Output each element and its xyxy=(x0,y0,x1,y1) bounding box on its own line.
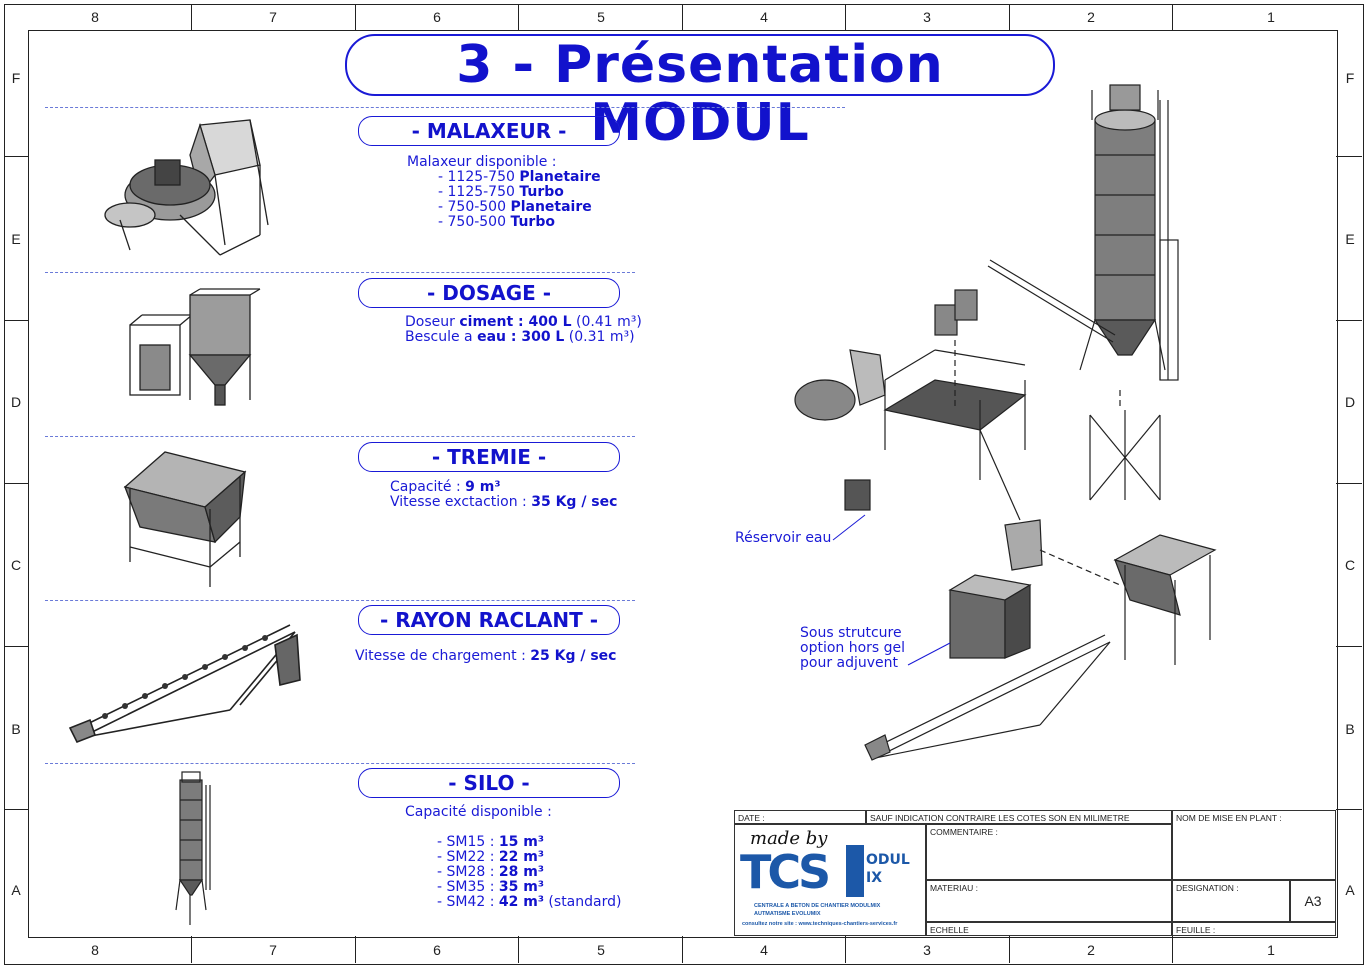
callout-structure-line: pour adjuvent xyxy=(800,655,899,671)
callout-structure-line: Sous strutcure xyxy=(800,625,902,641)
logo-line2: AUTMATISME EVOLUMIX xyxy=(754,911,821,917)
grid-col-label: 7 xyxy=(269,942,277,958)
section-heading-malaxeur: - MALAXEUR - xyxy=(358,116,620,146)
callout-structure-line: option hors gel xyxy=(800,640,906,656)
section-heading-dosage: - DOSAGE - xyxy=(358,278,620,308)
grid-row-label: C xyxy=(10,557,22,573)
silo-intro: Capacité disponible : xyxy=(405,804,552,820)
grid-row-label: A xyxy=(11,882,21,898)
grid-col-label: 8 xyxy=(91,942,99,958)
grid-row-label: D xyxy=(1344,394,1356,410)
tb-designation: DESIGNATION : xyxy=(1172,880,1290,922)
tb-echelle: ECHELLE xyxy=(926,922,1172,936)
malaxeur-item: - 1125-750 Planetaire xyxy=(438,169,601,185)
section-heading-tremie: - TREMIE - xyxy=(358,442,620,472)
grid-col-label: 2 xyxy=(1087,9,1095,25)
grid-col-label: 1 xyxy=(1267,9,1275,25)
tb-commentaire: COMMENTAIRE : xyxy=(926,824,1172,880)
silo-item: - SM28 : 28 m³ xyxy=(437,864,544,880)
callout-leader-reservoir xyxy=(832,514,866,541)
grid-col-label: 3 xyxy=(923,942,931,958)
tb-format: A3 xyxy=(1290,880,1336,922)
inner-border xyxy=(28,30,1338,938)
callout-reservoir: Réservoir eau xyxy=(735,530,832,546)
divider xyxy=(45,272,635,273)
dosage-drawing xyxy=(129,288,261,406)
dosage-line-ciment: Doseur ciment : 400 L (0.41 m³) xyxy=(405,314,642,330)
grid-col-label: 1 xyxy=(1267,942,1275,958)
tb-date: DATE : xyxy=(734,810,866,824)
grid-row-label: E xyxy=(11,231,21,247)
tb-nom: NOM DE MISE EN PLANT : xyxy=(1172,810,1336,880)
divider xyxy=(45,600,635,601)
silo-item: - SM42 : 42 m³ (standard) xyxy=(437,894,622,910)
malaxeur-item: - 750-500 Planetaire xyxy=(438,199,592,215)
grid-col-label: 4 xyxy=(760,942,768,958)
divider xyxy=(45,107,845,108)
dosage-line-eau: Bescule a eau : 300 L (0.31 m³) xyxy=(405,329,635,345)
malaxeur-item: - 1125-750 Turbo xyxy=(438,184,564,200)
tb-note: SAUF INDICATION CONTRAIRE LES COTES SON … xyxy=(866,810,1172,824)
grid-col-label: 8 xyxy=(91,9,99,25)
rayon-line-vitesse: Vitesse de chargement : 25 Kg / sec xyxy=(355,648,617,664)
grid-col-label: 2 xyxy=(1087,942,1095,958)
grid-row-label: E xyxy=(1345,231,1355,247)
divider xyxy=(45,763,635,764)
grid-row-label: B xyxy=(11,721,21,737)
tb-feuille: FEUILLE : xyxy=(1172,922,1336,936)
tremie-drawing xyxy=(123,451,247,587)
logo-modul: ODUL xyxy=(866,852,910,868)
grid-row-label: F xyxy=(11,70,21,86)
logo-modul-m xyxy=(846,845,864,897)
rayon-drawing xyxy=(68,624,301,744)
tremie-line-capacite: Capacité : 9 m³ xyxy=(390,479,501,495)
section-heading-rayon: - RAYON RACLANT - xyxy=(358,605,620,635)
grid-col-label: 3 xyxy=(923,9,931,25)
mixer-drawing xyxy=(104,119,269,256)
callout-leader-structure xyxy=(907,642,951,666)
grid-row-label: F xyxy=(1345,70,1355,86)
grid-row-label: A xyxy=(1345,882,1355,898)
grid-col-label: 6 xyxy=(433,942,441,958)
grid-col-label: 7 xyxy=(269,9,277,25)
tb-materiau: MATERIAU : xyxy=(926,880,1172,922)
grid-row-label: C xyxy=(1344,557,1356,573)
grid-col-label: 6 xyxy=(433,9,441,25)
logo-line1: CENTRALE A BETON DE CHANTIER MODULMIX xyxy=(754,903,881,909)
logo-line3: consultez notre site : www.techniques-ch… xyxy=(742,921,898,927)
silo-item: - SM22 : 22 m³ xyxy=(437,849,544,865)
grid-col-label: 5 xyxy=(597,9,605,25)
grid-row-label: B xyxy=(1345,721,1355,737)
section-heading-silo: - SILO - xyxy=(358,768,620,798)
page-title: 3 - Présentation MODUL xyxy=(345,34,1055,152)
grid-col-label: 4 xyxy=(760,9,768,25)
grid-row-label: D xyxy=(10,394,22,410)
outer-border xyxy=(4,4,1364,965)
logo-made-by: made by xyxy=(750,828,828,849)
tb-logo-box xyxy=(734,824,926,936)
logo-mix: IX xyxy=(866,870,883,886)
logo-tcs: TCS xyxy=(740,845,831,899)
divider xyxy=(45,436,635,437)
grid-col-label: 5 xyxy=(597,942,605,958)
tremie-line-vitesse: Vitesse exctaction : 35 Kg / sec xyxy=(390,494,618,510)
plant-assembly-drawing xyxy=(794,84,1217,761)
silo-item: - SM15 : 15 m³ xyxy=(437,834,544,850)
malaxeur-item: - 750-500 Turbo xyxy=(438,214,555,230)
silo-item: - SM35 : 35 m³ xyxy=(437,879,544,895)
malaxeur-intro: Malaxeur disponible : xyxy=(407,154,557,170)
silo-drawing xyxy=(175,771,211,925)
